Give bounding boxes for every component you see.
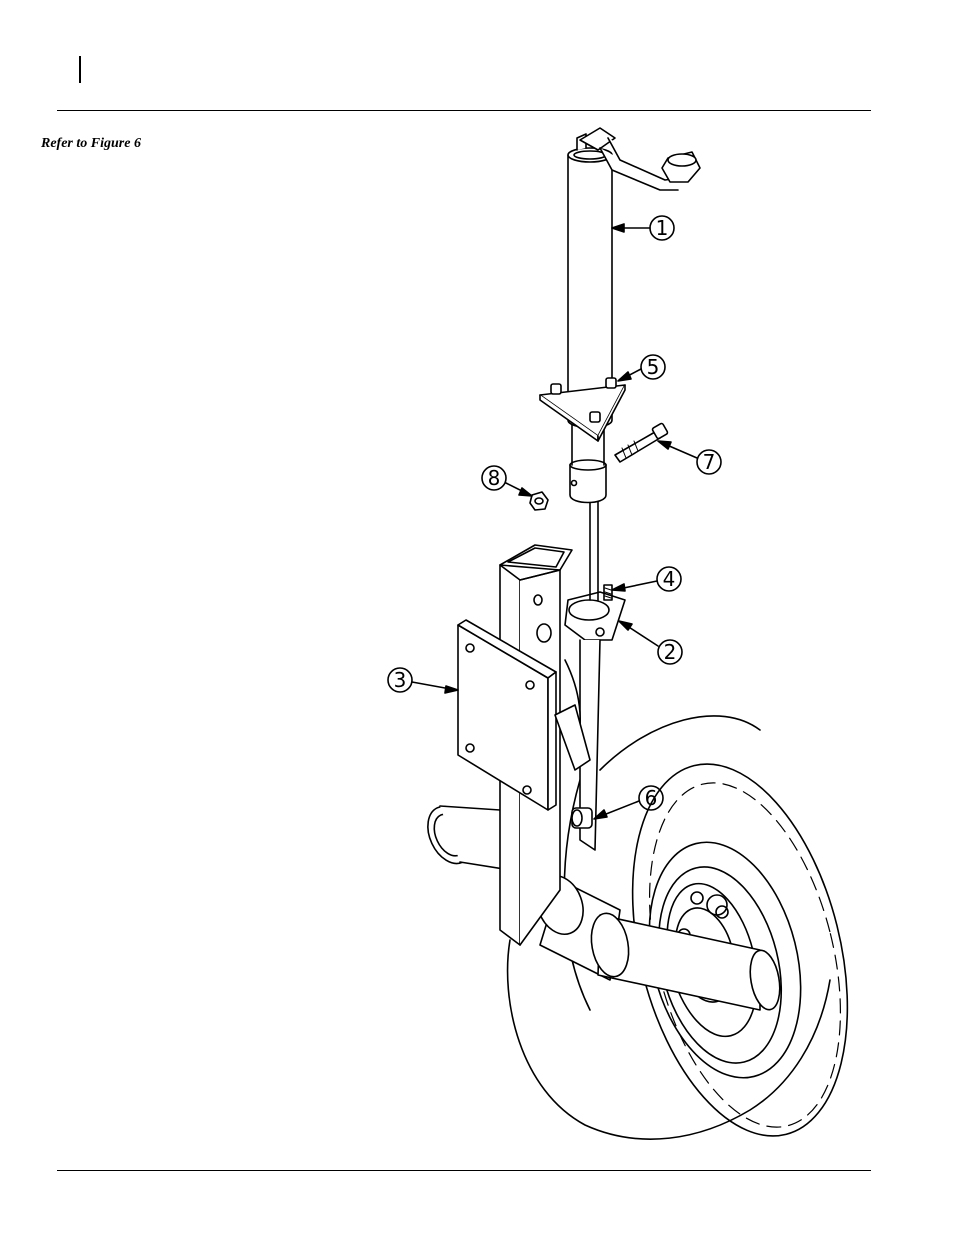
- callout-2: 2: [619, 621, 682, 664]
- callout-5: 5: [618, 355, 665, 381]
- callout-6-label: 6: [645, 786, 658, 810]
- callout-6: 6: [594, 786, 663, 819]
- callout-4: 4: [612, 567, 681, 591]
- footer-rule: [57, 1170, 871, 1171]
- callout-7: 7: [658, 441, 721, 474]
- clevis-pin: [572, 808, 592, 828]
- callout-5-label: 5: [647, 355, 660, 379]
- callout-1-label: 1: [656, 216, 669, 240]
- jack-cylinder: [568, 132, 612, 600]
- callout-4-label: 4: [663, 567, 676, 591]
- callout-3: 3: [388, 668, 458, 693]
- callout-2-label: 2: [664, 640, 677, 664]
- nut: [530, 492, 548, 510]
- mount-tube: [419, 799, 510, 870]
- callout-7-label: 7: [703, 450, 716, 474]
- callout-3-label: 3: [394, 668, 407, 692]
- callout-8: 8: [482, 466, 532, 496]
- callout-8-label: 8: [488, 466, 501, 490]
- callout-1: 1: [612, 216, 674, 240]
